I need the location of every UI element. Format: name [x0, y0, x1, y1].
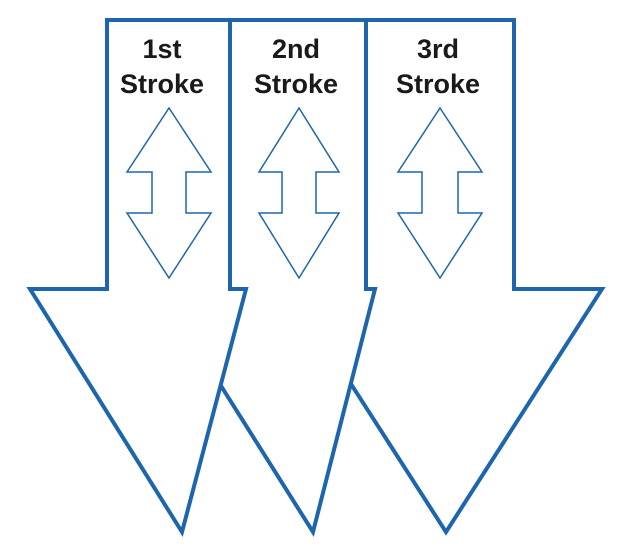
stroke-1-label-number: 1st [142, 34, 181, 64]
stroke-3-label-number: 3rd [417, 34, 459, 64]
stroke-1-double-headed-arrow-icon [125, 106, 213, 280]
stroke-2-label-number: 2nd [272, 34, 320, 64]
stroke-3-double-headed-arrow-icon [396, 106, 484, 280]
stroke-1-label-word: Stroke [120, 69, 204, 99]
stroke-2-double-headed-arrow-icon [257, 106, 341, 280]
stroke-2-label-word: Stroke [254, 69, 338, 99]
stroke-3-label-word: Stroke [396, 69, 480, 99]
